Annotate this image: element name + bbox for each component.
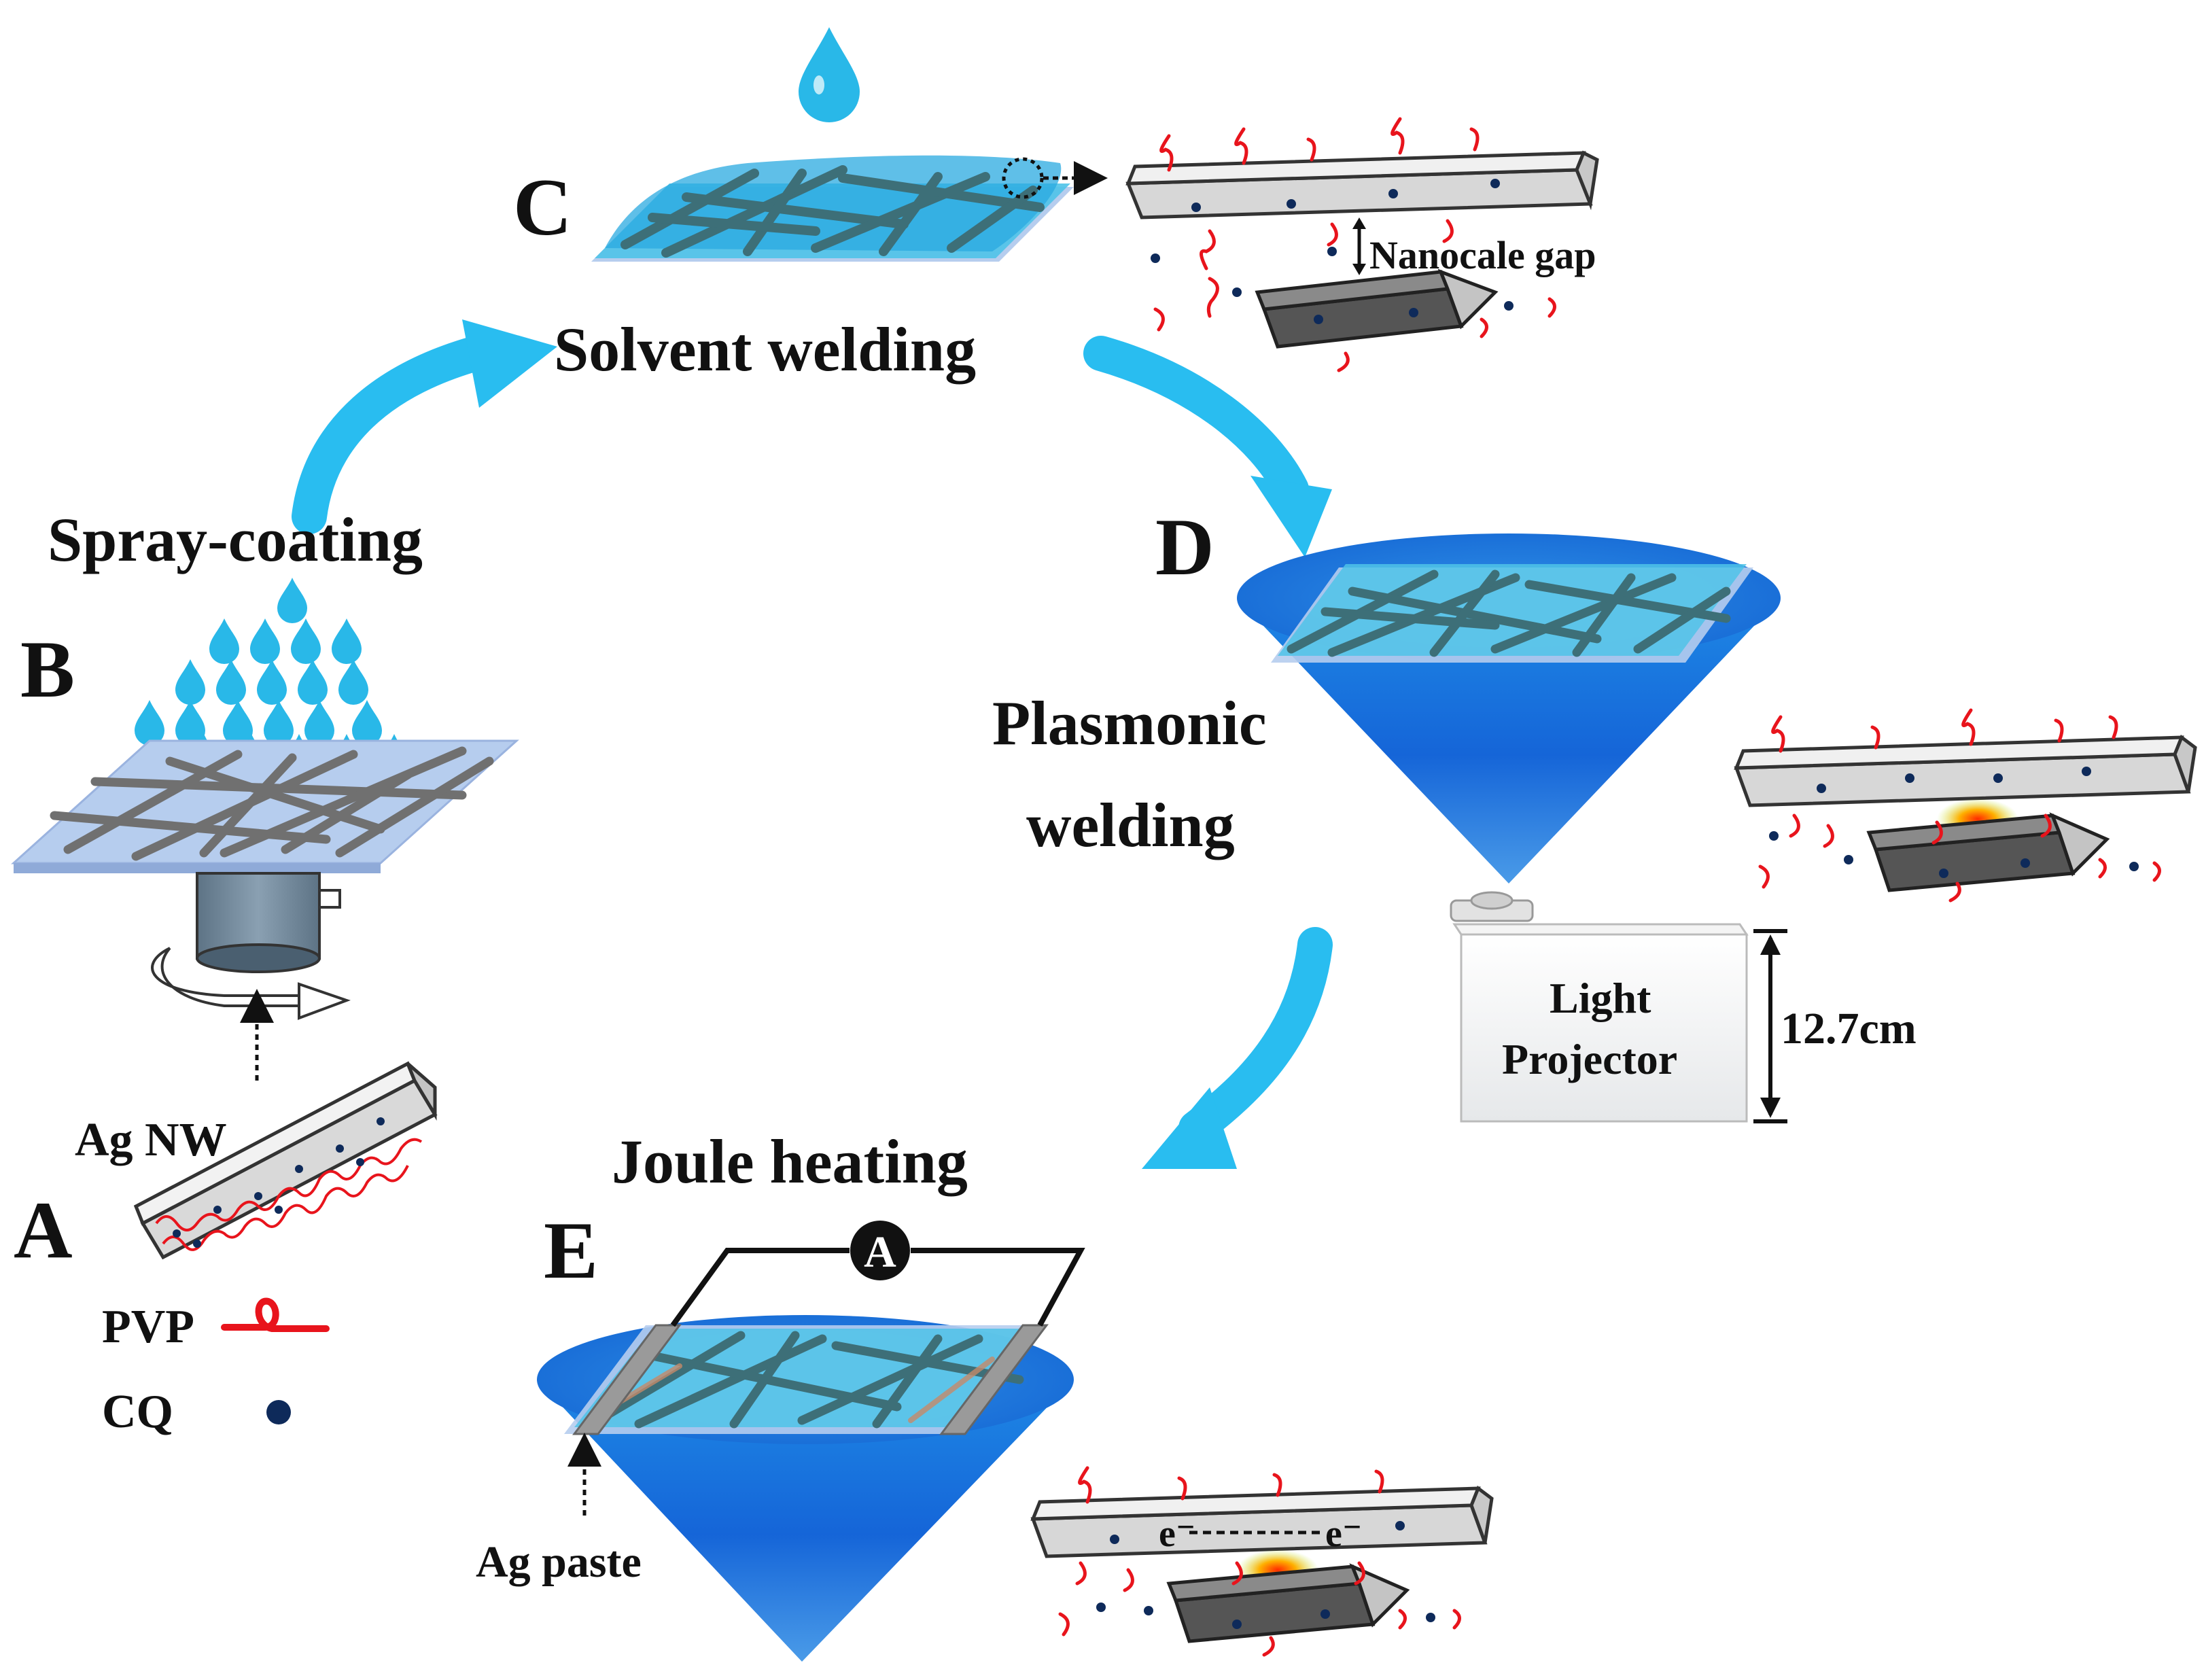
- spray-droplet-icon: [277, 578, 307, 623]
- joule-film-substrate: [564, 1324, 1049, 1435]
- spray-droplet-icon: [216, 659, 246, 705]
- spray-droplet-icon: [304, 700, 334, 746]
- spray-droplet-icon: [291, 618, 321, 664]
- joule-nanowire-zoom: [1030, 1466, 1494, 1657]
- plasmonic-film-substrate: [1271, 564, 1753, 663]
- ag-nw-label: Ag NW: [75, 1114, 227, 1166]
- ag-paste-label: Ag paste: [476, 1537, 642, 1587]
- spray-substrate: [11, 739, 519, 873]
- spray-droplet-icon: [264, 700, 294, 746]
- plasmonic-welding-title-line1: Plasmonic: [992, 688, 1267, 758]
- spray-droplet-icon: [175, 700, 205, 746]
- nanoscale-gap-label: Nanocale gap: [1369, 233, 1596, 277]
- projector-label-line1: Light: [1550, 974, 1651, 1022]
- projector-label-line2: Projector: [1502, 1035, 1677, 1083]
- panel-label-a: A: [14, 1185, 73, 1275]
- cq-legend-label: CQ: [102, 1386, 173, 1438]
- spray-coating-title: Spray-coating: [48, 505, 423, 574]
- joule-heating-title: Joule heating: [612, 1127, 968, 1196]
- distance-label: 12.7cm: [1781, 1004, 1917, 1053]
- process-arrow-b-to-c: [292, 319, 557, 534]
- spin-motor: [151, 872, 351, 1081]
- electron-label-left: e⁻: [1159, 1513, 1195, 1555]
- spray-droplet-icon: [209, 618, 239, 664]
- ammeter-icon: [850, 1221, 910, 1280]
- panel-label-e: E: [544, 1205, 598, 1295]
- cq-legend-icon: [266, 1400, 291, 1424]
- spray-droplet-icon: [298, 659, 328, 705]
- spray-droplet-icon: [352, 700, 382, 746]
- spray-droplet-icon: [175, 659, 205, 705]
- spray-droplet-icon: [257, 659, 287, 705]
- solvent-welding-title: Solvent welding: [554, 315, 976, 384]
- electron-label-right: e⁻: [1325, 1513, 1362, 1555]
- pvp-legend-label: PVP: [102, 1301, 194, 1353]
- ag-nanowire-single: [133, 1061, 438, 1260]
- process-arrow-c-to-d: [1083, 336, 1332, 557]
- spray-droplet-icon: [338, 659, 368, 705]
- light-projector: [1450, 891, 1749, 1123]
- solvent-film-substrate: [591, 155, 1108, 262]
- plasmonic-welding-title-line2: welding: [1026, 790, 1235, 860]
- ammeter-circuit: [670, 1221, 1085, 1327]
- plasmonic-nanowire-zoom: [1734, 708, 2197, 903]
- spray-droplet-icon: [135, 700, 164, 746]
- solvent-nanowire-zoom: [1125, 117, 1599, 372]
- water-drop-icon: [799, 27, 860, 122]
- process-arrow-d-to-e: [1142, 927, 1333, 1169]
- panel-label-b: B: [20, 624, 75, 714]
- panel-label-c: C: [513, 162, 572, 252]
- distance-marker: [1753, 929, 1787, 1123]
- spray-droplet-icon: [223, 700, 253, 746]
- spray-droplet-icon: [250, 618, 280, 664]
- pvp-legend-icon: [221, 1297, 330, 1332]
- panel-label-d: D: [1155, 502, 1214, 592]
- spray-droplet-icon: [332, 618, 362, 664]
- ammeter-label: A: [864, 1227, 896, 1277]
